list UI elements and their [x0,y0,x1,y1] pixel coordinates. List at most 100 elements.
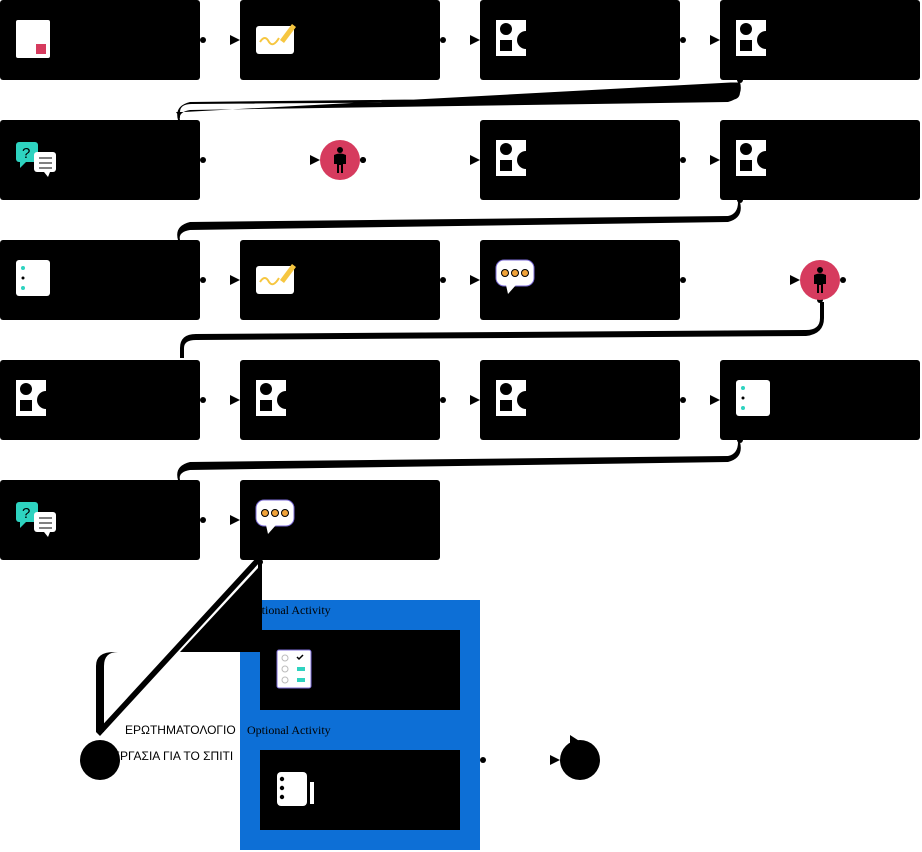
shapes-icon [256,380,295,416]
connector-dot [840,277,846,283]
activity-node[interactable] [0,240,200,320]
activity-box[interactable] [0,120,200,200]
pen-paper-icon [256,264,296,294]
connector-dot [440,37,446,43]
activity-node[interactable] [720,120,920,200]
notebook-icon [277,772,314,806]
activity-node[interactable] [480,0,680,80]
activity-node[interactable] [0,360,200,440]
branch-connector-dot [480,757,486,763]
connector-dot [680,397,686,403]
branch-end-arrowhead [550,755,560,765]
activity-box[interactable] [240,0,440,80]
branch-section: Optional Activity Optional Activity ΕΡΩΤ… [80,558,600,850]
activity-node[interactable] [480,360,680,440]
activity-node[interactable] [240,0,440,80]
activity-box[interactable] [0,360,200,440]
activity-box[interactable] [240,240,440,320]
connector-dot [200,37,206,43]
connector-arrowhead [230,35,240,45]
branch-feed-connector [96,558,262,736]
connector-arrowhead [710,395,720,405]
activity-box[interactable] [0,0,200,80]
shapes-icon [736,140,775,176]
connector-arrowhead [470,35,480,45]
optional-panel-title-2: Optional Activity [247,723,331,737]
activity-node[interactable] [320,140,360,180]
shapes-icon [16,380,55,416]
qa-chat-icon: ? [16,142,56,177]
wrap-connector-2 [177,202,741,240]
activity-node[interactable] [0,0,200,80]
activity-box[interactable] [480,120,680,200]
shapes-icon [736,20,775,56]
connector-dot [680,37,686,43]
person-stop-icon [814,267,826,293]
pen-paper-icon [256,24,296,54]
row-wrap-connectors [176,82,824,480]
connector-arrowhead [470,275,480,285]
optional-panel-title-1: Optional Activity [247,603,331,617]
activity-node[interactable]: ? [0,480,200,560]
shapes-icon [496,20,535,56]
qa-chat-icon: ? [16,502,56,537]
connector-dot [680,157,686,163]
page-icon [16,20,50,58]
branch-label-questionnaire: ΕΡΩΤΗΜΑΤΟΛΟΓΙΟ [125,723,236,737]
connector-dot [200,397,206,403]
activity-node[interactable] [240,360,440,440]
shapes-icon [496,140,535,176]
activity-node[interactable] [720,0,920,80]
connector-arrowhead [710,155,720,165]
activity-node[interactable]: ? [0,120,200,200]
wrap-connector-1 [176,82,741,120]
activity-box[interactable] [720,120,920,200]
connector-arrowhead [310,155,320,165]
connector-arrowhead [230,515,240,525]
connector-dot [200,277,206,283]
activity-node[interactable] [240,240,440,320]
activity-node[interactable] [720,360,920,440]
activity-node[interactable] [240,480,440,560]
chat-bubble-icon [495,259,535,294]
connector-arrowhead [230,395,240,405]
chat-bubble-icon [255,499,295,534]
shapes-icon [496,380,535,416]
activity-box[interactable] [240,480,440,560]
checklist-icon [276,649,312,689]
connector-dot [680,277,686,283]
activity-box[interactable] [0,480,200,560]
branch-end-notch [570,735,584,750]
connector-arrowhead [230,275,240,285]
connector-arrowhead [470,395,480,405]
activity-box[interactable] [480,0,680,80]
connector-dot [440,397,446,403]
activity-box[interactable] [480,360,680,440]
activity-box[interactable] [720,360,920,440]
activity-node[interactable] [480,120,680,200]
branch-start-node[interactable] [80,740,120,780]
branch-end-node[interactable] [560,740,600,780]
activity-box[interactable] [240,360,440,440]
activity-box[interactable] [0,240,200,320]
activity-node[interactable] [480,240,680,320]
wrap-connector-4 [177,442,741,480]
activity-box[interactable] [720,0,920,80]
activity-node[interactable] [800,260,840,300]
svg-text:?: ? [22,505,30,522]
connector-arrowhead [470,155,480,165]
svg-text:?: ? [22,145,30,162]
connector-arrowhead [710,35,720,45]
connector-dot [440,277,446,283]
connector-dot [360,157,366,163]
notes-icon [16,260,50,296]
connector-dot [200,157,206,163]
connector-dot [200,517,206,523]
connector-arrowhead [790,275,800,285]
branch-label-homework: ΕΡΓΑΣΙΑ ΓΙΑ ΤΟ ΣΠΙΤΙ [112,749,233,763]
activity-box[interactable] [480,240,680,320]
activity-nodes: ?? [0,0,920,560]
person-stop-icon [334,147,346,173]
notes-icon [736,380,770,416]
